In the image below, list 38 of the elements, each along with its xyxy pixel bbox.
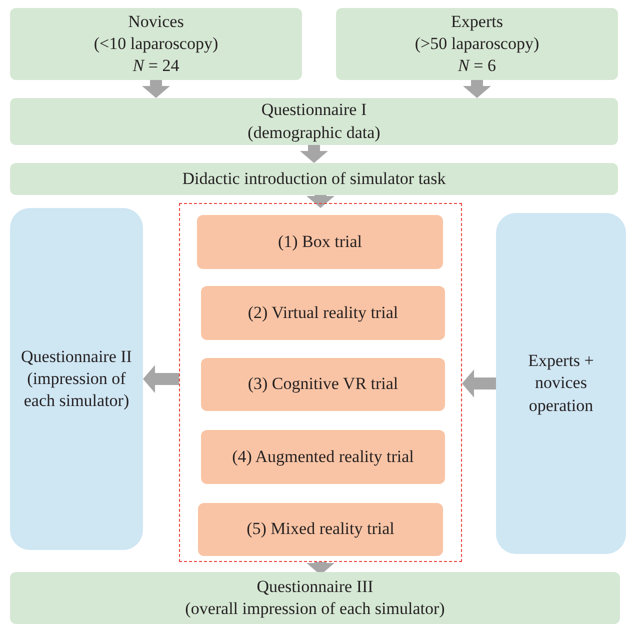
side-panel	[496, 213, 626, 554]
node-text: Didactic introduction of simulator task	[182, 168, 446, 190]
arrow	[306, 195, 334, 208]
trial-box	[197, 215, 443, 269]
arrow	[306, 562, 334, 575]
side-panel	[10, 208, 143, 550]
node-text: Experts + novices operation	[527, 350, 595, 417]
process-box	[10, 8, 302, 80]
process-box	[10, 163, 618, 195]
node-text: (demographic data)	[248, 122, 380, 144]
process-box	[10, 98, 618, 145]
trial-box	[201, 286, 445, 340]
node-text: (2) Virtual reality trial	[248, 302, 398, 324]
node-text: (1) Box trial	[278, 230, 362, 253]
node-text: N = 6	[458, 55, 496, 78]
arrow	[143, 365, 179, 393]
node-text: (<10 laparoscopy)	[94, 32, 218, 55]
trial-box	[201, 358, 445, 411]
arrow	[142, 80, 170, 98]
node-text: (overall impression of each simulator)	[185, 598, 445, 620]
arrow	[462, 370, 496, 398]
arrow	[300, 145, 328, 163]
node-text: (>50 laparoscopy)	[414, 32, 540, 55]
node-text: Questionnaire II (impression of each simulator)	[20, 346, 133, 412]
trial-box	[198, 503, 443, 556]
trial-box	[201, 430, 445, 484]
node-text: (4) Augmented reality trial	[232, 446, 414, 468]
process-box	[10, 572, 620, 624]
node-text: (5) Mixed reality trial	[246, 518, 394, 540]
node-text: Questionnaire III	[256, 576, 374, 598]
dashed-group-box	[179, 203, 462, 562]
node-text: N = 24	[132, 55, 180, 78]
node-text: Novices	[128, 10, 184, 33]
node-text: (3) Cognitive VR trial	[248, 373, 398, 396]
node-text: Questionnaire I	[261, 99, 367, 122]
node-text: Experts	[451, 10, 503, 33]
arrow	[463, 80, 491, 98]
process-box	[336, 8, 618, 80]
